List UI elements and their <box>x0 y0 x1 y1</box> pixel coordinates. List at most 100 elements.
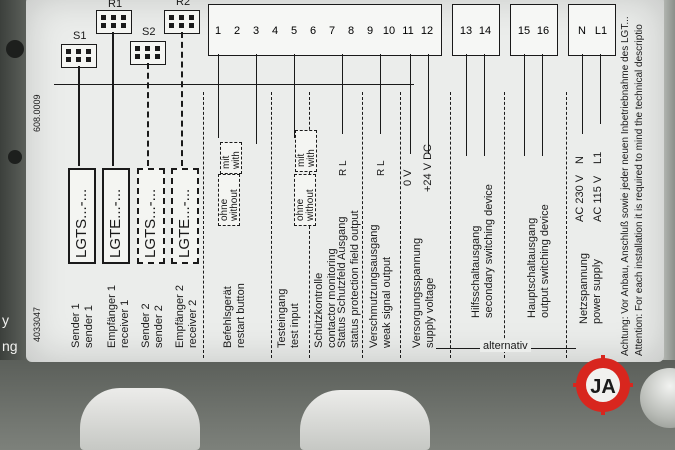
terminal-number: 4 <box>271 25 279 37</box>
column-label: Netzspannung <box>578 253 590 324</box>
terminal-number: 15 <box>517 25 531 37</box>
power-terminal-label: N <box>574 156 586 164</box>
option-with-box: mit with <box>295 130 317 172</box>
power-terminal-label: L1 <box>592 151 604 164</box>
terminal-number: 8 <box>347 25 355 37</box>
option-without-box: ohne without <box>294 174 316 226</box>
device-box: LGTS...-... <box>68 168 96 264</box>
terminal-number: 3 <box>252 25 260 37</box>
power-voltage: AC 115 V <box>592 175 604 222</box>
side-text: ng <box>2 338 18 354</box>
switch-label: S2 <box>142 26 156 38</box>
supply-label: +24 V DC <box>422 144 434 192</box>
load-resistor-label: R L <box>338 160 349 176</box>
column-label: receiver 2 <box>187 299 199 348</box>
column-label: Testeingang <box>276 288 288 348</box>
wire <box>342 54 343 134</box>
switch-label: S1 <box>73 30 87 42</box>
mounting-hole <box>6 40 24 58</box>
terminal-number: 13 <box>459 25 473 37</box>
mounting-hole <box>8 150 22 164</box>
column-label: status protection field output <box>349 210 361 348</box>
cable-gland <box>80 388 200 450</box>
column-divider <box>566 92 567 358</box>
wire <box>428 54 429 154</box>
dip-switch <box>164 10 200 34</box>
terminal-number: 11 <box>402 25 414 37</box>
terminal-block-aux: 13 14 <box>452 4 500 56</box>
option-without-box: ohne without <box>218 174 240 226</box>
wire <box>484 54 485 156</box>
column-label: Empfänger 1 <box>106 285 118 348</box>
wire <box>218 54 219 138</box>
terminal-number: 5 <box>290 25 298 37</box>
switch-label: R2 <box>176 0 191 8</box>
terminal-number: 6 <box>309 25 317 37</box>
column-label: Empfänger 2 <box>174 285 186 348</box>
wire <box>256 54 257 144</box>
terminal-number: 16 <box>536 25 550 37</box>
column-divider <box>400 92 401 358</box>
device-box-optional: LGTE...-... <box>171 168 199 264</box>
wire <box>294 54 295 138</box>
load-resistor-label: R L <box>376 160 387 176</box>
alternativ-label: alternativ <box>480 340 531 352</box>
column-label: supply voltage <box>424 277 436 348</box>
column-divider <box>504 92 505 358</box>
wire-dashed <box>181 32 183 166</box>
device-box: LGTE...-... <box>102 168 130 264</box>
switch-label: R1 <box>108 0 123 10</box>
column-label: sender 1 <box>83 305 95 348</box>
wire <box>524 54 525 156</box>
terminal-number: 7 <box>328 25 336 37</box>
wire-dashed <box>147 63 149 166</box>
terminal-number: 12 <box>420 25 434 37</box>
side-text: y <box>2 312 9 328</box>
part-code-bottom: 4033047 <box>32 306 42 342</box>
logo-letters: JA <box>590 376 616 398</box>
column-label: Sender 1 <box>70 303 82 348</box>
column-label: Hilfsschaltausgang <box>470 225 482 318</box>
enclosure-knob <box>640 368 675 428</box>
wiring-label: S1 R1 S2 R2 1 2 3 4 5 6 7 8 9 10 11 12 1… <box>26 0 664 362</box>
column-divider <box>450 92 451 358</box>
column-label: secondary switching device <box>483 184 495 318</box>
wire <box>380 54 381 134</box>
column-label: Sender 2 <box>140 303 152 348</box>
column-label: test input <box>289 303 301 348</box>
option-with-box: mit with <box>220 142 242 174</box>
wire <box>600 54 601 124</box>
column-divider <box>203 92 204 358</box>
column-label: Versorgungsspannung <box>411 237 423 348</box>
wire <box>78 66 80 166</box>
terminal-number: 9 <box>366 25 374 37</box>
column-label: output switching device <box>539 204 551 318</box>
column-label: receiver 1 <box>119 299 131 348</box>
column-label: Verschmutzungsausgang <box>368 224 380 348</box>
terminal-block-output: 15 16 <box>510 4 558 56</box>
cable-gland <box>300 390 430 450</box>
column-label: Befehlsgerät <box>222 286 234 348</box>
column-label: weak signal output <box>381 256 393 348</box>
column-label: power supply <box>591 259 603 324</box>
column-label: Status Schutzfeld Ausgang <box>336 216 348 348</box>
dip-switch <box>61 44 97 68</box>
terminal-block-main: 1 2 3 4 5 6 7 8 9 10 11 12 <box>208 4 442 56</box>
terminal-number: 2 <box>233 25 241 37</box>
supply-label: 0 V <box>402 169 414 186</box>
watermark-logo: JA <box>573 355 633 415</box>
wire <box>582 54 583 134</box>
wire <box>112 32 114 166</box>
column-label: Hauptschaltausgang <box>526 217 538 318</box>
terminal-number: 1 <box>214 25 222 37</box>
wire <box>410 54 411 154</box>
column-divider <box>362 92 363 358</box>
terminal-block-power: N L1 <box>568 4 616 56</box>
terminal-number: 10 <box>382 25 396 37</box>
dip-switch <box>96 10 132 34</box>
device-box-optional: LGTS...-... <box>137 168 165 264</box>
column-label: sender 2 <box>153 305 165 348</box>
power-voltage: AC 230 V <box>574 174 586 222</box>
terminal-number: N <box>578 25 586 37</box>
terminal-number: 14 <box>478 25 492 37</box>
